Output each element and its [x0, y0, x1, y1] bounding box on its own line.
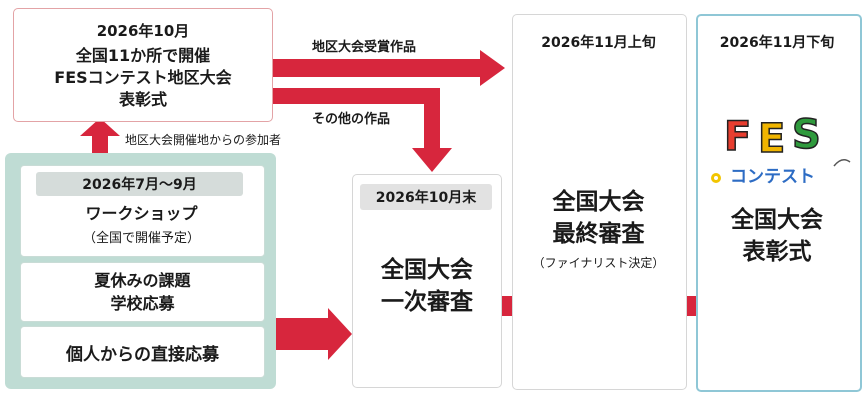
workshop-note: （全国で開催予定） — [82, 231, 200, 246]
final-review-date: 2026年11月上旬 — [541, 35, 656, 51]
first-review-title: 全国大会 一次審査 — [352, 254, 502, 318]
logo-subtext: コンテスト — [730, 167, 815, 187]
fes-contest-logo: F E S コンテスト — [711, 111, 851, 187]
final-review-line-2: 最終審査 — [552, 221, 645, 247]
label-awarded-works: 地区大会受賞作品 — [312, 40, 417, 55]
final-review-title: 全国大会 最終審査 （ファイナリスト決定） — [512, 186, 685, 271]
workshop-date: 2026年7月〜9月 — [36, 172, 243, 196]
arrow-participants-up — [80, 118, 120, 155]
national-line-1: 全国大会 — [731, 207, 823, 233]
regional-line-1: 全国11か所で開催 — [75, 45, 211, 65]
final-review-box — [512, 14, 687, 390]
final-review-line-1: 全国大会 — [552, 189, 645, 215]
logo-swirl-icon — [833, 159, 851, 167]
logo-letter-f: F — [724, 114, 751, 160]
arrow-regional-to-first — [271, 88, 452, 172]
first-review-line-1: 全国大会 — [381, 257, 473, 283]
label-other-works: その他の作品 — [312, 112, 391, 127]
regional-date: 2026年10月 — [96, 21, 190, 40]
regional-award-box: 2026年10月 全国11か所で開催 FESコンテスト地区大会 表彰式 — [13, 8, 273, 122]
national-line-2: 表彰式 — [742, 239, 812, 265]
school-entry-box: 夏休みの課題 学校応募 — [20, 262, 265, 322]
finalist-note: （ファイナリスト決定） — [532, 256, 665, 270]
national-award-box — [696, 14, 862, 392]
regional-line-3: 表彰式 — [118, 89, 167, 109]
workshop-title: ワークショップ — [85, 204, 198, 223]
arrow-direct-to-first — [276, 308, 352, 360]
school-line-2: 学校応募 — [110, 294, 175, 313]
national-award-date: 2026年11月下旬 — [719, 35, 835, 51]
arrow-regional-to-final — [271, 50, 505, 86]
logo-letter-s: S — [792, 112, 821, 158]
first-review-date: 2026年10月末 — [360, 184, 492, 210]
first-review-line-2: 一次審査 — [381, 289, 473, 315]
direct-entry-box: 個人からの直接応募 — [20, 326, 265, 378]
label-participants: 地区大会開催地からの参加者 — [125, 133, 282, 147]
direct-entry-label: 個人からの直接応募 — [66, 344, 219, 365]
school-line-1: 夏休みの課題 — [94, 271, 191, 290]
logo-letter-e: E — [758, 116, 785, 162]
national-award-title: 全国大会 表彰式 — [696, 204, 858, 268]
regional-line-2: FESコンテスト地区大会 — [54, 67, 232, 87]
